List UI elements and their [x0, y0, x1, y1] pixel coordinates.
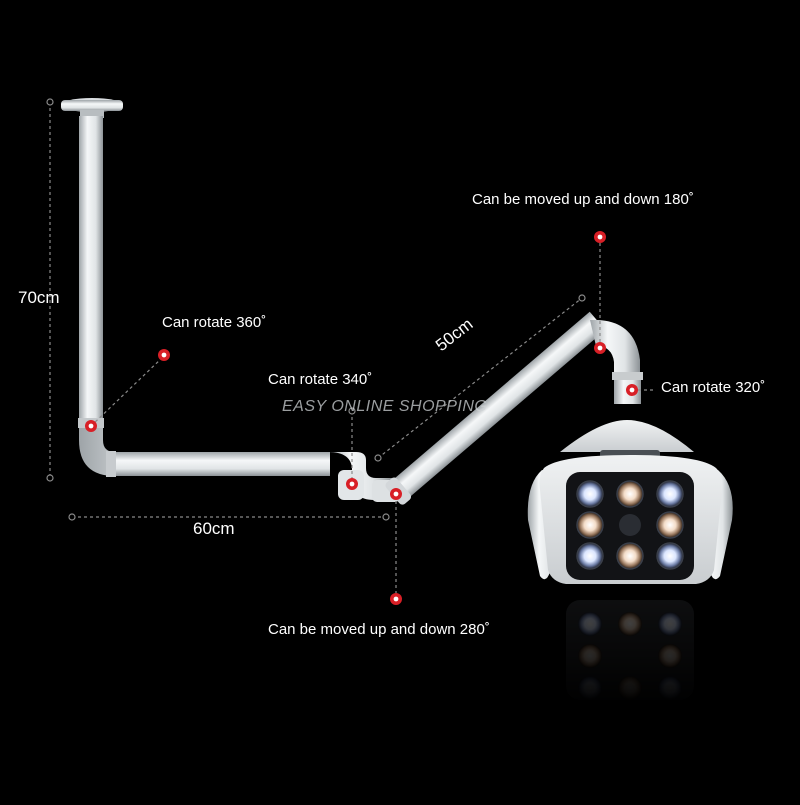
- marker-head-stem: [626, 384, 638, 396]
- led-cool: [656, 480, 684, 508]
- led-warm: [616, 480, 644, 508]
- marker-arm-joint: [390, 488, 402, 500]
- marker-move-280: [390, 593, 402, 605]
- led-reflection: [578, 612, 602, 636]
- marker-pole-joint: [85, 420, 97, 432]
- led-reflection: [578, 676, 602, 700]
- marker-middle-joint: [346, 478, 358, 490]
- led-reflection: [618, 676, 642, 700]
- vertical-pole: [79, 116, 103, 426]
- guide-endpoints: [46, 98, 586, 521]
- watermark: EASY ONLINE SHOPPING: [282, 398, 488, 415]
- height-dimension: 70cm: [18, 288, 60, 307]
- rotate-340-label: Can rotate 340˚: [268, 371, 373, 388]
- lamp-reflection: [566, 600, 694, 700]
- measurement-guides: [49, 102, 656, 598]
- marker-move-180: [594, 231, 606, 243]
- rotate-320-label: Can rotate 320˚: [661, 379, 766, 396]
- led-reflection: [618, 612, 642, 636]
- lamp-logo: [619, 514, 641, 536]
- led-reflection: [658, 676, 682, 700]
- led-cool: [576, 542, 604, 570]
- move-280-label: Can be moved up and down 280˚: [268, 621, 490, 638]
- rotate-360-label: Can rotate 360˚: [162, 314, 267, 331]
- pivot-markers: [85, 231, 638, 605]
- ceiling-mount: [61, 98, 123, 118]
- led-cool: [656, 542, 684, 570]
- led-reflection: [578, 644, 602, 668]
- upper-elbow: [590, 319, 640, 378]
- led-reflection: [658, 644, 682, 668]
- arm-guide-line: [377, 297, 583, 459]
- led-reflection: [658, 612, 682, 636]
- marker-upper-elbow: [594, 342, 606, 354]
- led-warm: [576, 511, 604, 539]
- rotate-360-leader: [90, 355, 165, 427]
- led-warm: [616, 542, 644, 570]
- width-dimension: 60cm: [193, 519, 235, 538]
- arm-joint: [106, 451, 116, 477]
- led-cool: [576, 480, 604, 508]
- led-warm: [656, 511, 684, 539]
- move-180-label: Can be moved up and down 180˚: [472, 191, 694, 208]
- led-array: [576, 480, 684, 570]
- horizontal-arm-tube: [115, 452, 330, 476]
- marker-rotate-360: [158, 349, 170, 361]
